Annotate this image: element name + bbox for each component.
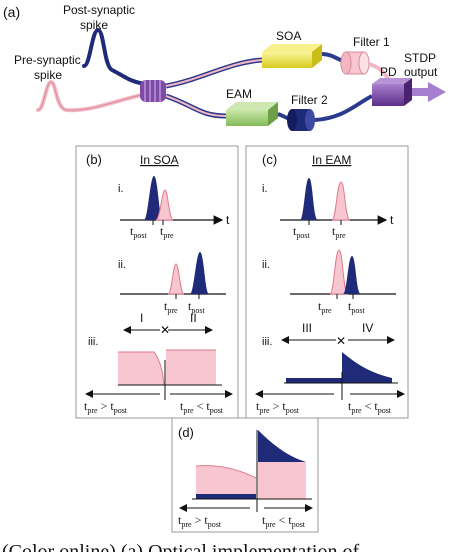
stdp-label-1: STDP bbox=[404, 51, 436, 65]
svg-text:tpre < tpost: tpre < tpost bbox=[262, 513, 306, 529]
panel-b-cond-right: tpre < tpost bbox=[180, 399, 224, 415]
panel-b-soa: (b) In SOA i. t tpost tpre ii. tpre tpos… bbox=[75, 145, 239, 419]
coupler-icon bbox=[140, 80, 166, 102]
svg-text:tpre < tpost: tpre < tpost bbox=[348, 399, 392, 415]
panel-b-cond-left: tpre > tpost bbox=[84, 399, 128, 415]
panel-c-i-pre-spike bbox=[331, 181, 351, 221]
post-synaptic-label-2: spike bbox=[80, 18, 108, 32]
panel-d-combined: (d) tpre > tpost tpre < tpost bbox=[171, 417, 319, 533]
pd-label: PD bbox=[380, 65, 397, 79]
panel-d-left-navy bbox=[196, 494, 256, 499]
panel-b-ii-post-spike bbox=[190, 252, 209, 294]
panel-b-title: In SOA bbox=[140, 153, 179, 167]
panel-d-label: (d) bbox=[178, 425, 194, 440]
panel-c-ii-tpre: tpre bbox=[318, 299, 332, 315]
svg-text:tpost: tpost bbox=[188, 299, 205, 315]
stdp-label-2: output bbox=[404, 65, 438, 79]
panel-b-i-pre-spike bbox=[155, 189, 174, 221]
panel-c-cross-icon: ✕ bbox=[336, 334, 346, 348]
svg-text:tpre: tpre bbox=[164, 299, 178, 315]
filter-1-label: Filter 1 bbox=[353, 35, 390, 49]
panel-c-ii-post-spike bbox=[343, 256, 361, 294]
pre-synaptic-fiber-edge bbox=[37, 81, 147, 111]
panel-c-axis-t: t bbox=[390, 213, 394, 227]
pre-synaptic-label-2: spike bbox=[34, 68, 62, 82]
panel-c-region-iii: III bbox=[302, 321, 312, 335]
panel-a-setup: (a) Post-synaptic spike Pre-synaptic spi… bbox=[3, 3, 446, 131]
panel-d-left-pink bbox=[196, 465, 256, 494]
svg-text:tpre: tpre bbox=[160, 224, 174, 240]
filter-2-icon bbox=[287, 109, 315, 131]
panel-b-iii-right-area bbox=[166, 350, 216, 385]
svg-text:tpost: tpost bbox=[130, 224, 147, 240]
panel-c-iii-right-area bbox=[342, 352, 392, 383]
panel-c-label: (c) bbox=[262, 152, 277, 167]
fiber-filter2-pd bbox=[314, 94, 373, 122]
panel-c-i-post-spike bbox=[300, 178, 318, 220]
panel-c-row-i: i. bbox=[262, 183, 268, 195]
panel-c-iii-left-area bbox=[286, 378, 342, 383]
panel-c-i-tpost: tpost bbox=[293, 224, 310, 240]
panel-b-i-tpost: tpost bbox=[130, 224, 147, 240]
panel-d-right-pink bbox=[258, 462, 306, 499]
panel-d-cond-right: tpre < tpost bbox=[262, 513, 306, 529]
eam-block-icon bbox=[226, 102, 278, 126]
svg-text:tpre: tpre bbox=[332, 224, 346, 240]
panel-c-ii-tpost: tpost bbox=[348, 299, 365, 315]
panel-c-row-iii: iii. bbox=[262, 336, 272, 348]
panel-b-ii-tpre: tpre bbox=[164, 299, 178, 315]
soa-label: SOA bbox=[276, 29, 301, 43]
svg-text:tpre: tpre bbox=[318, 299, 332, 315]
panel-b-cross-icon: ✕ bbox=[160, 323, 170, 337]
soa-block-icon bbox=[262, 44, 322, 68]
panel-b-row-i: i. bbox=[118, 183, 124, 195]
panel-c-cond-left: tpre > tpost bbox=[256, 399, 300, 415]
post-synaptic-label-1: Post-synaptic bbox=[63, 3, 135, 17]
panel-c-region-iv: IV bbox=[362, 321, 373, 335]
svg-text:tpre < tpost: tpre < tpost bbox=[180, 399, 224, 415]
panel-b-axis-t: t bbox=[226, 213, 230, 227]
panel-d-cond-left: tpre > tpost bbox=[178, 513, 222, 529]
panel-b-i-tpre: tpre bbox=[160, 224, 174, 240]
post-synaptic-spike-icon bbox=[82, 27, 148, 86]
panel-b-label: (b) bbox=[86, 152, 102, 167]
panel-b-ii-pre-spike bbox=[167, 263, 185, 295]
panel-d-left-curve bbox=[195, 465, 257, 479]
photodetector-icon bbox=[372, 78, 412, 106]
svg-text:tpost: tpost bbox=[348, 299, 365, 315]
panel-a-label: (a) bbox=[3, 4, 20, 20]
svg-text:tpre > tpost: tpre > tpost bbox=[84, 399, 128, 415]
panel-b-region-i: I bbox=[140, 311, 143, 325]
panel-b-row-ii: ii. bbox=[118, 259, 126, 271]
panel-c-eam: (c) In EAM i. t tpost tpre ii. tpre tpos… bbox=[245, 145, 409, 419]
filter-2-label: Filter 2 bbox=[291, 93, 328, 107]
panel-d-right-navy bbox=[258, 430, 306, 462]
panel-b-region-ii: II bbox=[190, 311, 197, 325]
panel-b-iii-left-area bbox=[118, 352, 164, 385]
caption-fragment: (Color online) (a) Optical implementatio… bbox=[2, 541, 359, 552]
panel-c-i-tpre: tpre bbox=[332, 224, 346, 240]
pre-synaptic-label-1: Pre-synaptic bbox=[14, 53, 81, 67]
panel-b-iii-left-curve bbox=[118, 351, 165, 386]
panel-b-ii-tpost: tpost bbox=[188, 299, 205, 315]
eam-label: EAM bbox=[226, 87, 252, 101]
svg-text:tpost: tpost bbox=[293, 224, 310, 240]
panel-b-i-post-spike bbox=[144, 176, 163, 220]
panel-c-frame bbox=[245, 145, 409, 419]
svg-text:tpre > tpost: tpre > tpost bbox=[256, 399, 300, 415]
panel-c-row-ii: ii. bbox=[262, 259, 270, 271]
filter-1-icon bbox=[340, 51, 370, 75]
panel-c-cond-right: tpre < tpost bbox=[348, 399, 392, 415]
svg-text:tpre > tpost: tpre > tpost bbox=[178, 513, 222, 529]
stdp-output-arrow-icon bbox=[412, 82, 446, 102]
panel-c-title: In EAM bbox=[312, 153, 351, 167]
panel-b-row-iii: iii. bbox=[88, 336, 98, 348]
